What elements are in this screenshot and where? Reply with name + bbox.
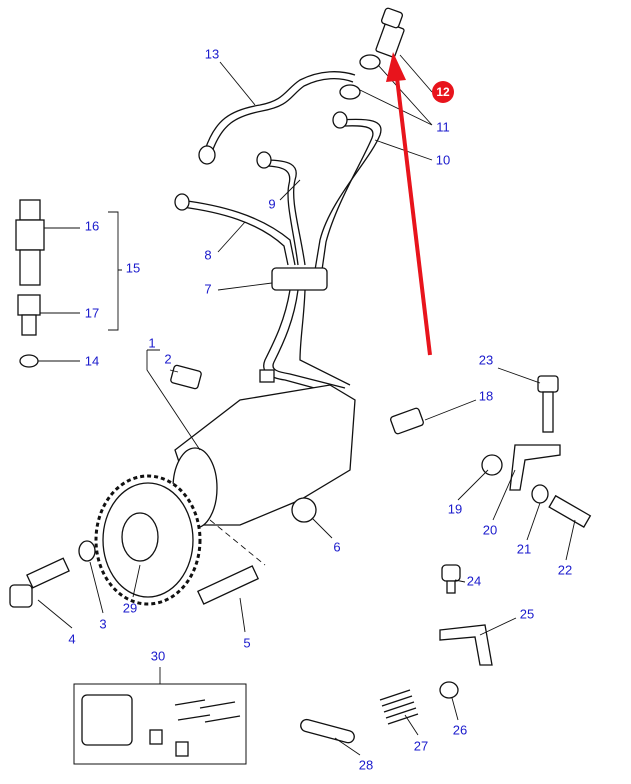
callout[interactable]: 6 [333,539,340,554]
lever-bracket [439,624,493,666]
sealing-washer [359,54,381,70]
callout[interactable]: 5 [243,635,250,650]
callout[interactable]: 3 [99,616,106,631]
drive-gear [94,474,202,606]
callout[interactable]: 28 [359,757,373,772]
callout[interactable]: 18 [479,388,493,403]
stop-knob [441,564,461,594]
link [300,718,355,744]
injector [15,199,45,368]
callout[interactable]: 8 [204,247,211,262]
callout[interactable]: 27 [414,738,428,753]
connector-kit-box [73,683,247,765]
injector-washer [19,354,39,368]
injection-pump [170,364,356,529]
injection-pipes [174,54,382,396]
sensor [170,364,202,390]
callout[interactable]: 26 [453,722,467,737]
sealing-washer [339,84,361,100]
spring [379,689,419,725]
callout[interactable]: 17 [85,305,99,320]
highlight-arrow [386,52,432,356]
gear-bolt [9,557,70,608]
temperature-sender [390,407,424,435]
banjo-bolt [375,7,405,58]
callout[interactable]: 13 [205,46,219,61]
callout[interactable]: 2 [164,351,171,366]
leader-lines [37,54,576,756]
nut [291,497,317,523]
nut [481,454,503,476]
callout-highlighted[interactable]: 12 [436,85,450,99]
nut [439,681,459,699]
callout[interactable]: 21 [517,541,531,556]
callout[interactable]: 22 [558,562,572,577]
callout[interactable]: 30 [151,648,165,663]
callout[interactable]: 29 [123,600,137,615]
callout[interactable]: 16 [85,218,99,233]
callout[interactable]: 15 [126,260,140,275]
callout[interactable]: 14 [85,353,99,368]
stud [196,565,260,605]
pipe-nut [198,145,216,165]
callout[interactable]: 23 [479,352,493,367]
washer [531,484,549,504]
callout[interactable]: 25 [520,606,534,621]
callout-labels: 13 12 11 10 9 8 7 16 15 17 14 1 2 23 18 … [68,46,572,772]
callout[interactable]: 24 [467,573,481,588]
pipe-fitting [259,369,275,383]
bracket-bolt [537,375,559,433]
callout[interactable]: 4 [68,631,75,646]
bolt [548,494,592,528]
callout[interactable]: 10 [436,152,450,167]
washer [78,540,96,562]
highlight-badge [432,81,454,103]
callout[interactable]: 1 [148,335,155,350]
bracket [509,444,561,491]
callout[interactable]: 9 [268,196,275,211]
callout[interactable]: 7 [204,281,211,296]
callout[interactable]: 11 [436,119,450,134]
pipe-clamp [271,267,328,291]
callout[interactable]: 20 [483,522,497,537]
callout[interactable]: 19 [448,501,462,516]
